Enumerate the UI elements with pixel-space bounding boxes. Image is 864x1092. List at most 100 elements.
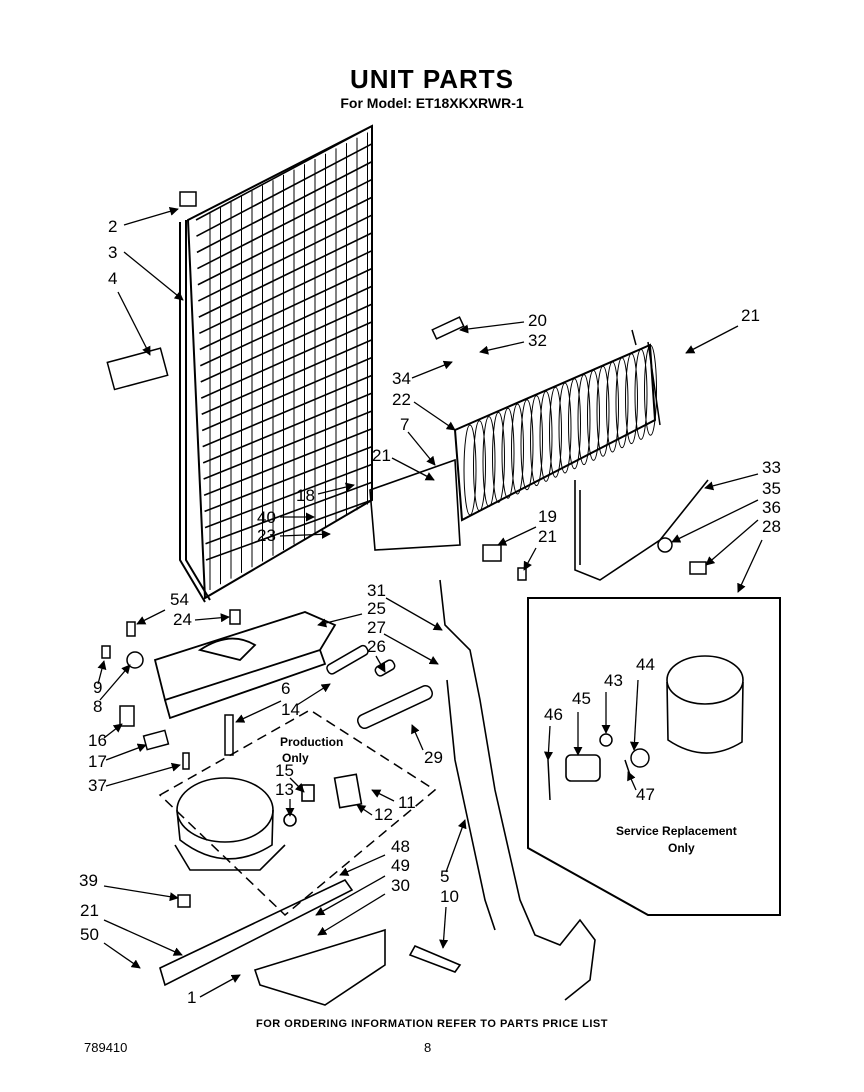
callout-27: 27 (367, 618, 386, 637)
callout-21: 21 (741, 306, 760, 325)
callout-54: 54 (170, 590, 189, 609)
leader-line (194, 613, 230, 623)
leader-line (383, 633, 439, 665)
leader-line (523, 547, 537, 571)
service-note-line2: Only (668, 841, 695, 855)
condenser-coil (179, 124, 373, 603)
leader-line (671, 499, 759, 543)
leader-line (704, 473, 759, 491)
leader-line (385, 597, 443, 631)
leader-line (117, 291, 151, 356)
callout-44: 44 (636, 655, 655, 674)
callout-18: 18 (296, 486, 315, 505)
callout-22: 22 (392, 390, 411, 409)
callout-48: 48 (391, 837, 410, 856)
callout-29: 29 (424, 748, 443, 767)
callout-49: 49 (391, 856, 410, 875)
callout-8: 8 (93, 697, 102, 716)
callout-19: 19 (538, 507, 557, 526)
leader-line (289, 777, 305, 793)
leader-line (317, 482, 355, 495)
leader-line (411, 360, 453, 379)
callout-15: 15 (275, 761, 294, 780)
leader-line (391, 457, 435, 481)
callout-50: 50 (80, 925, 99, 944)
page-number: 8 (424, 1040, 432, 1055)
leader-line (685, 325, 739, 354)
production-compressor (158, 709, 437, 917)
leader-line (296, 683, 331, 706)
leader-line (339, 854, 386, 876)
leader-line (123, 206, 179, 226)
callout-9: 9 (93, 678, 102, 697)
leader-line (279, 529, 331, 539)
leader-line (136, 609, 166, 625)
leader-line (356, 804, 373, 816)
leader-line (123, 251, 184, 301)
callout-24: 24 (173, 610, 192, 629)
callout-25: 25 (367, 599, 386, 618)
callout-21: 21 (372, 446, 391, 465)
service-note-line1: Service Replacement (616, 824, 737, 838)
callout-39: 39 (79, 871, 98, 890)
leader-line (413, 401, 456, 431)
bracket-2 (179, 191, 197, 207)
callout-2: 2 (108, 217, 117, 236)
mounting-rail (159, 878, 462, 1006)
service-replacement-box (527, 597, 781, 916)
callout-28: 28 (762, 517, 781, 536)
callout-14: 14 (281, 700, 300, 719)
production-note-line2: Only (282, 751, 309, 765)
production-note-line1: Production (280, 735, 343, 749)
callout-32: 32 (528, 331, 547, 350)
drain-pan (153, 611, 337, 720)
callout-12: 12 (374, 805, 393, 824)
leader-line (705, 519, 759, 566)
leader-line (479, 341, 525, 355)
model-number: For Model: ET18XKXRWR-1 (340, 95, 524, 111)
evaporator-coil (369, 329, 661, 551)
callout-33: 33 (762, 458, 781, 477)
ordering-note: FOR ORDERING INFORMATION REFER TO PARTS … (256, 1018, 608, 1030)
leader-line (105, 762, 181, 787)
callout-47: 47 (636, 785, 655, 804)
callout-21: 21 (80, 901, 99, 920)
leader-line (103, 919, 183, 956)
callout-1: 1 (187, 988, 196, 1007)
leader-line (315, 875, 386, 916)
callout-6: 6 (281, 679, 290, 698)
leader-line (99, 664, 131, 701)
callout-34: 34 (392, 369, 411, 388)
leader-line (97, 660, 107, 685)
callout-5: 5 (440, 867, 449, 886)
callout-37: 37 (88, 776, 107, 795)
document-number: 789410 (84, 1040, 128, 1055)
leader-line (103, 942, 141, 969)
leader-line (407, 431, 436, 466)
tubing (439, 479, 709, 1001)
callout-40: 40 (257, 508, 276, 527)
leader-line (317, 893, 386, 936)
callout-45: 45 (572, 689, 591, 708)
callout-16: 16 (88, 731, 107, 750)
callout-30: 30 (391, 876, 410, 895)
callout-36: 36 (762, 498, 781, 517)
leader-line (199, 974, 241, 998)
leader-line (439, 906, 449, 949)
callout-3: 3 (108, 243, 117, 262)
callout-20: 20 (528, 311, 547, 330)
page-title: UNIT PARTS (349, 64, 515, 94)
leader-line (543, 725, 554, 761)
leader-line (411, 724, 424, 751)
leader-line (103, 885, 179, 902)
callout-23: 23 (257, 526, 276, 545)
callout-4: 4 (108, 269, 117, 288)
leader-line (103, 723, 123, 739)
leader-line (459, 321, 525, 334)
leader-line (105, 743, 147, 761)
leader-line (375, 655, 386, 673)
leader-line (317, 613, 363, 628)
leader-line (629, 679, 640, 751)
leader-line (371, 789, 395, 802)
